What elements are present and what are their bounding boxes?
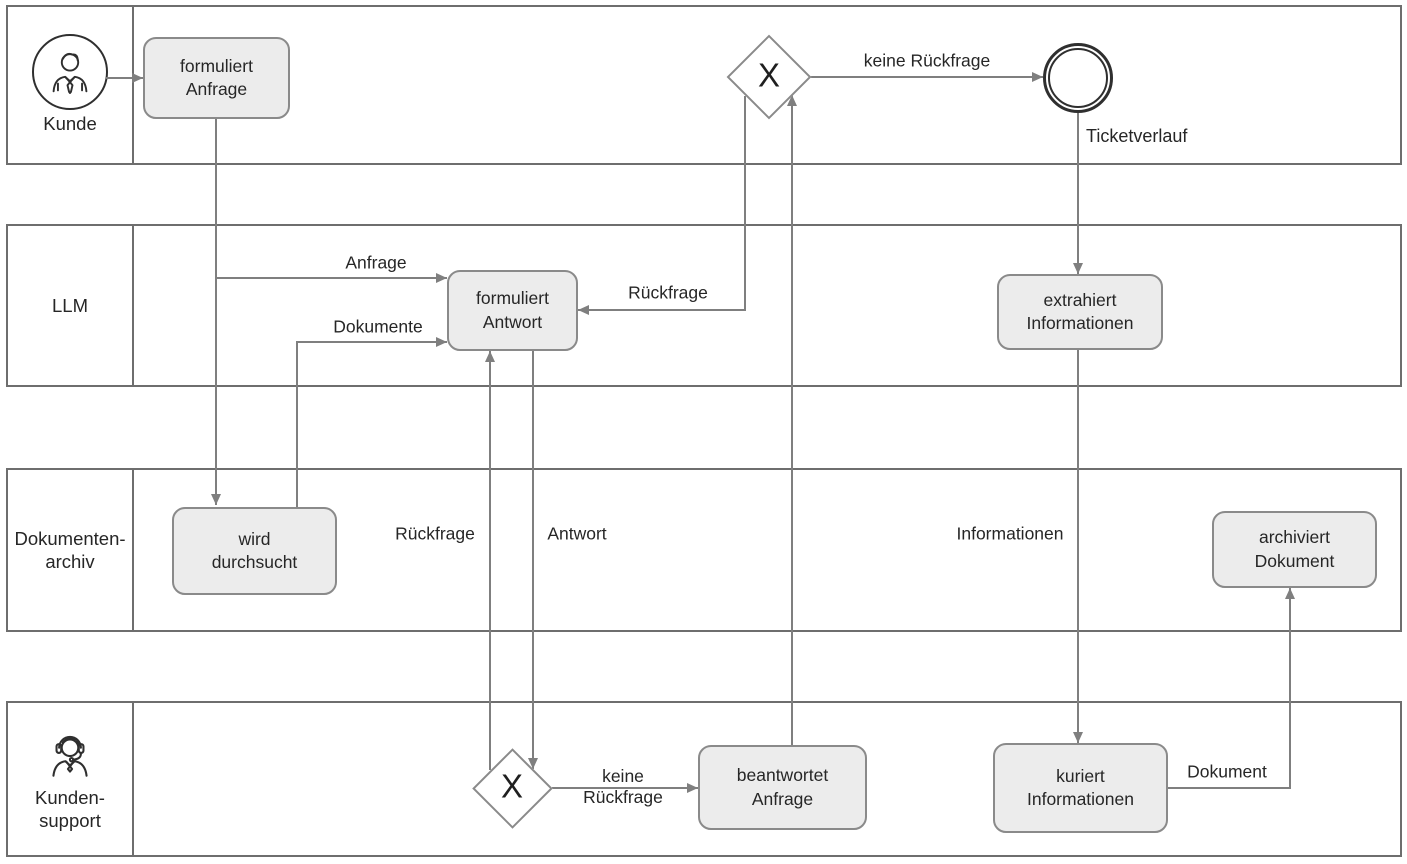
flow-rueckfrage-gateway-to-antwort (578, 96, 746, 315)
end-event-label: Ticketverlauf (1086, 126, 1188, 147)
task-archiviert-dokument-label: archiviert Dokument (1254, 527, 1335, 571)
flow-label-antwort: Antwort (547, 523, 607, 544)
customer-icon-glyph (52, 53, 88, 95)
flow-dokument-to-archiviert (1168, 588, 1295, 789)
lane-kundensupport: Kunden- support (6, 701, 1402, 857)
lane-llm: LLM (6, 224, 1402, 387)
task-archiviert-dokument: archiviert Dokument (1212, 511, 1377, 588)
lane-kundensupport-label: Kunden- support (35, 786, 105, 831)
flow-label-rueckfrage-archiv: Rückfrage (395, 523, 475, 544)
task-kuriert-informationen-label: kuriert Informationen (1026, 765, 1134, 809)
flow-label-keine-rueckfrage-bottom: keine Rückfrage (583, 766, 663, 807)
flow-label-dokument: Dokument (1187, 761, 1267, 782)
task-extrahiert-informationen: extrahiert Informationen (997, 274, 1163, 350)
task-beantwortet-anfrage: beantwortet Anfrage (698, 745, 867, 830)
task-formuliert-antwort: formuliert Antwort (447, 270, 578, 351)
gateway-top-xor-symbol: X (757, 56, 781, 94)
flow-label-dokumente: Dokumente (333, 316, 423, 337)
lane-dokumentenarchiv: Dokumenten- archiv (6, 468, 1402, 632)
task-formuliert-antwort-label: formuliert Antwort (476, 288, 549, 332)
flow-label-rueckfrage-llm: Rückfrage (628, 282, 708, 303)
lane-kunde-label: Kunde (43, 113, 97, 135)
flow-label-anfrage: Anfrage (345, 252, 407, 273)
lane-kundensupport-header: Kunden- support (8, 703, 134, 855)
gateway-bottom-xor-symbol: X (500, 767, 524, 805)
task-kuriert-informationen: kuriert Informationen (993, 743, 1168, 833)
lane-kunde-header: Kunde (8, 7, 134, 163)
lane-llm-header: LLM (8, 226, 134, 385)
flow-dokumente (296, 337, 447, 507)
end-event-inner-ring (1048, 48, 1108, 108)
flow-label-informationen: Informationen (956, 523, 1064, 544)
task-extrahiert-informationen-label: extrahiert Informationen (1026, 289, 1134, 333)
flow-label-keine-rueckfrage-top: keine Rückfrage (863, 50, 991, 71)
task-formuliert-anfrage: formuliert Anfrage (143, 37, 290, 119)
task-wird-durchsucht: wird durchsucht (172, 507, 337, 595)
task-beantwortet-anfrage-label: beantwortet Anfrage (736, 765, 829, 809)
lane-dokumentenarchiv-header: Dokumenten- archiv (8, 470, 134, 630)
task-formuliert-anfrage-label: formuliert Anfrage (180, 55, 253, 99)
end-event-ticketverlauf (1043, 43, 1113, 113)
support-agent-icon (52, 735, 88, 777)
lane-dokumentenarchiv-label: Dokumenten- archiv (14, 527, 126, 572)
lane-llm-label: LLM (52, 294, 88, 316)
lane-kunde: Kunde (6, 5, 1402, 165)
customer-icon (32, 34, 108, 111)
task-wird-durchsucht-label: wird durchsucht (211, 528, 298, 572)
